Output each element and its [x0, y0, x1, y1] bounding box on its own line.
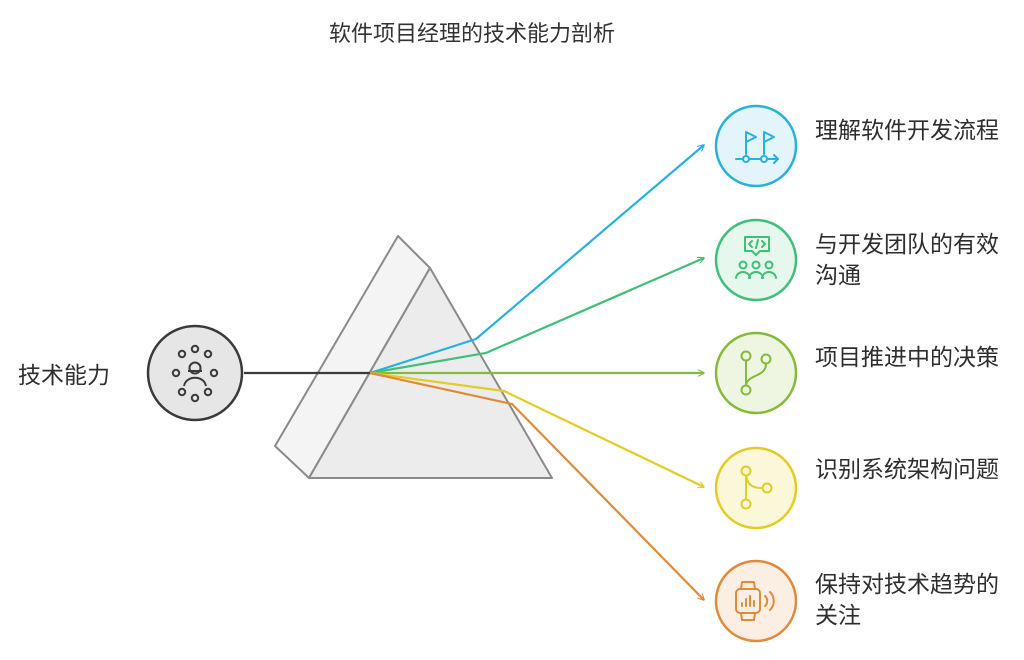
smartwatch-signal-icon: [735, 581, 775, 621]
output-label-4: 保持对技术趋势的关注: [815, 572, 999, 629]
beam-3: [369, 371, 704, 488]
branch-merge-icon: [740, 465, 773, 510]
prism-shape: [274, 235, 553, 479]
output-node-2: [714, 331, 798, 415]
beam-4: [369, 371, 704, 600]
branch-icon: [740, 350, 772, 396]
output-label-3: 识别系统架构问题: [815, 457, 999, 483]
source-node: [146, 324, 244, 422]
output-node-4: [714, 559, 798, 643]
source-label: 技术能力: [18, 363, 110, 389]
team-code-chat-icon: [735, 236, 777, 279]
page-title: 软件项目经理的技术能力剖析: [328, 22, 615, 47]
output-node-1: [714, 218, 798, 302]
output-beams: [369, 145, 704, 600]
output-label-0: 理解软件开发流程: [815, 118, 999, 144]
beam-0: [369, 145, 704, 375]
people-network-icon: [171, 344, 219, 403]
flags-timeline-icon: [735, 131, 779, 164]
output-node-3: [714, 446, 798, 530]
beam-1: [369, 258, 704, 375]
output-node-0: [714, 104, 798, 188]
output-label-2: 项目推进中的决策: [815, 345, 999, 371]
output-label-1: 与开发团队的有效沟通: [815, 232, 999, 289]
